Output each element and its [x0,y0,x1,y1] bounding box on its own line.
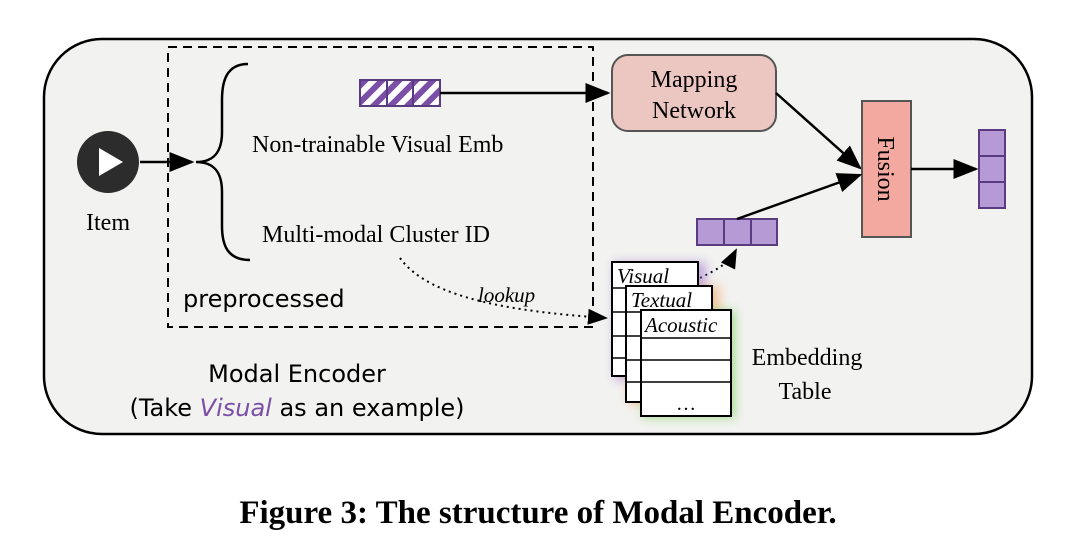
visual-table-label: Visual [617,264,669,288]
mapping-to-fusion-arrow [775,92,862,170]
preprocessed-box [167,46,594,328]
output-embedding-vector [978,129,1006,209]
encoder-example-line: (Take Visual as an example) [129,394,464,422]
example-highlight: Visual [200,394,273,422]
table-to-vector-dotted-arrow [699,248,737,279]
visual-emb-label: Non-trainable Visual Emb [252,132,503,158]
cluster-id-label: Multi-modal Cluster ID [262,222,490,248]
acoustic-table [612,309,732,417]
lookup-label: lookup [478,283,535,307]
encoder-title: Modal Encoder [208,360,386,388]
fusion-label: Fusion [872,136,898,201]
preprocessed-label: preprocessed [183,285,345,313]
example-suffix: as an example) [272,394,465,422]
encoder-panel [42,37,1034,436]
acoustic-table-label: Acoustic [643,313,718,337]
play-icon [77,131,139,193]
embedding-table-line2: Table [779,379,832,405]
embedding-tables: Visual Textual Acoustic … [611,261,735,418]
mapping-network-line1: Mapping [651,67,738,93]
lookup-dotted-arrow [399,257,608,325]
textual-table-label: Textual [631,288,692,312]
mapping-network-line2: Network [652,98,736,124]
lookup-embedding-vector [696,218,778,246]
visual-embedding-vector [359,79,441,107]
example-prefix: (Take [129,394,199,422]
lookup-to-fusion-arrow [736,173,863,221]
curly-brace [195,62,251,262]
figure-caption: Figure 3: The structure of Modal Encoder… [239,495,836,531]
embedding-table-line1: Embedding [752,345,863,371]
item-label: Item [86,210,130,236]
fusion-box [861,100,912,238]
table-ellipsis: … [676,393,696,415]
